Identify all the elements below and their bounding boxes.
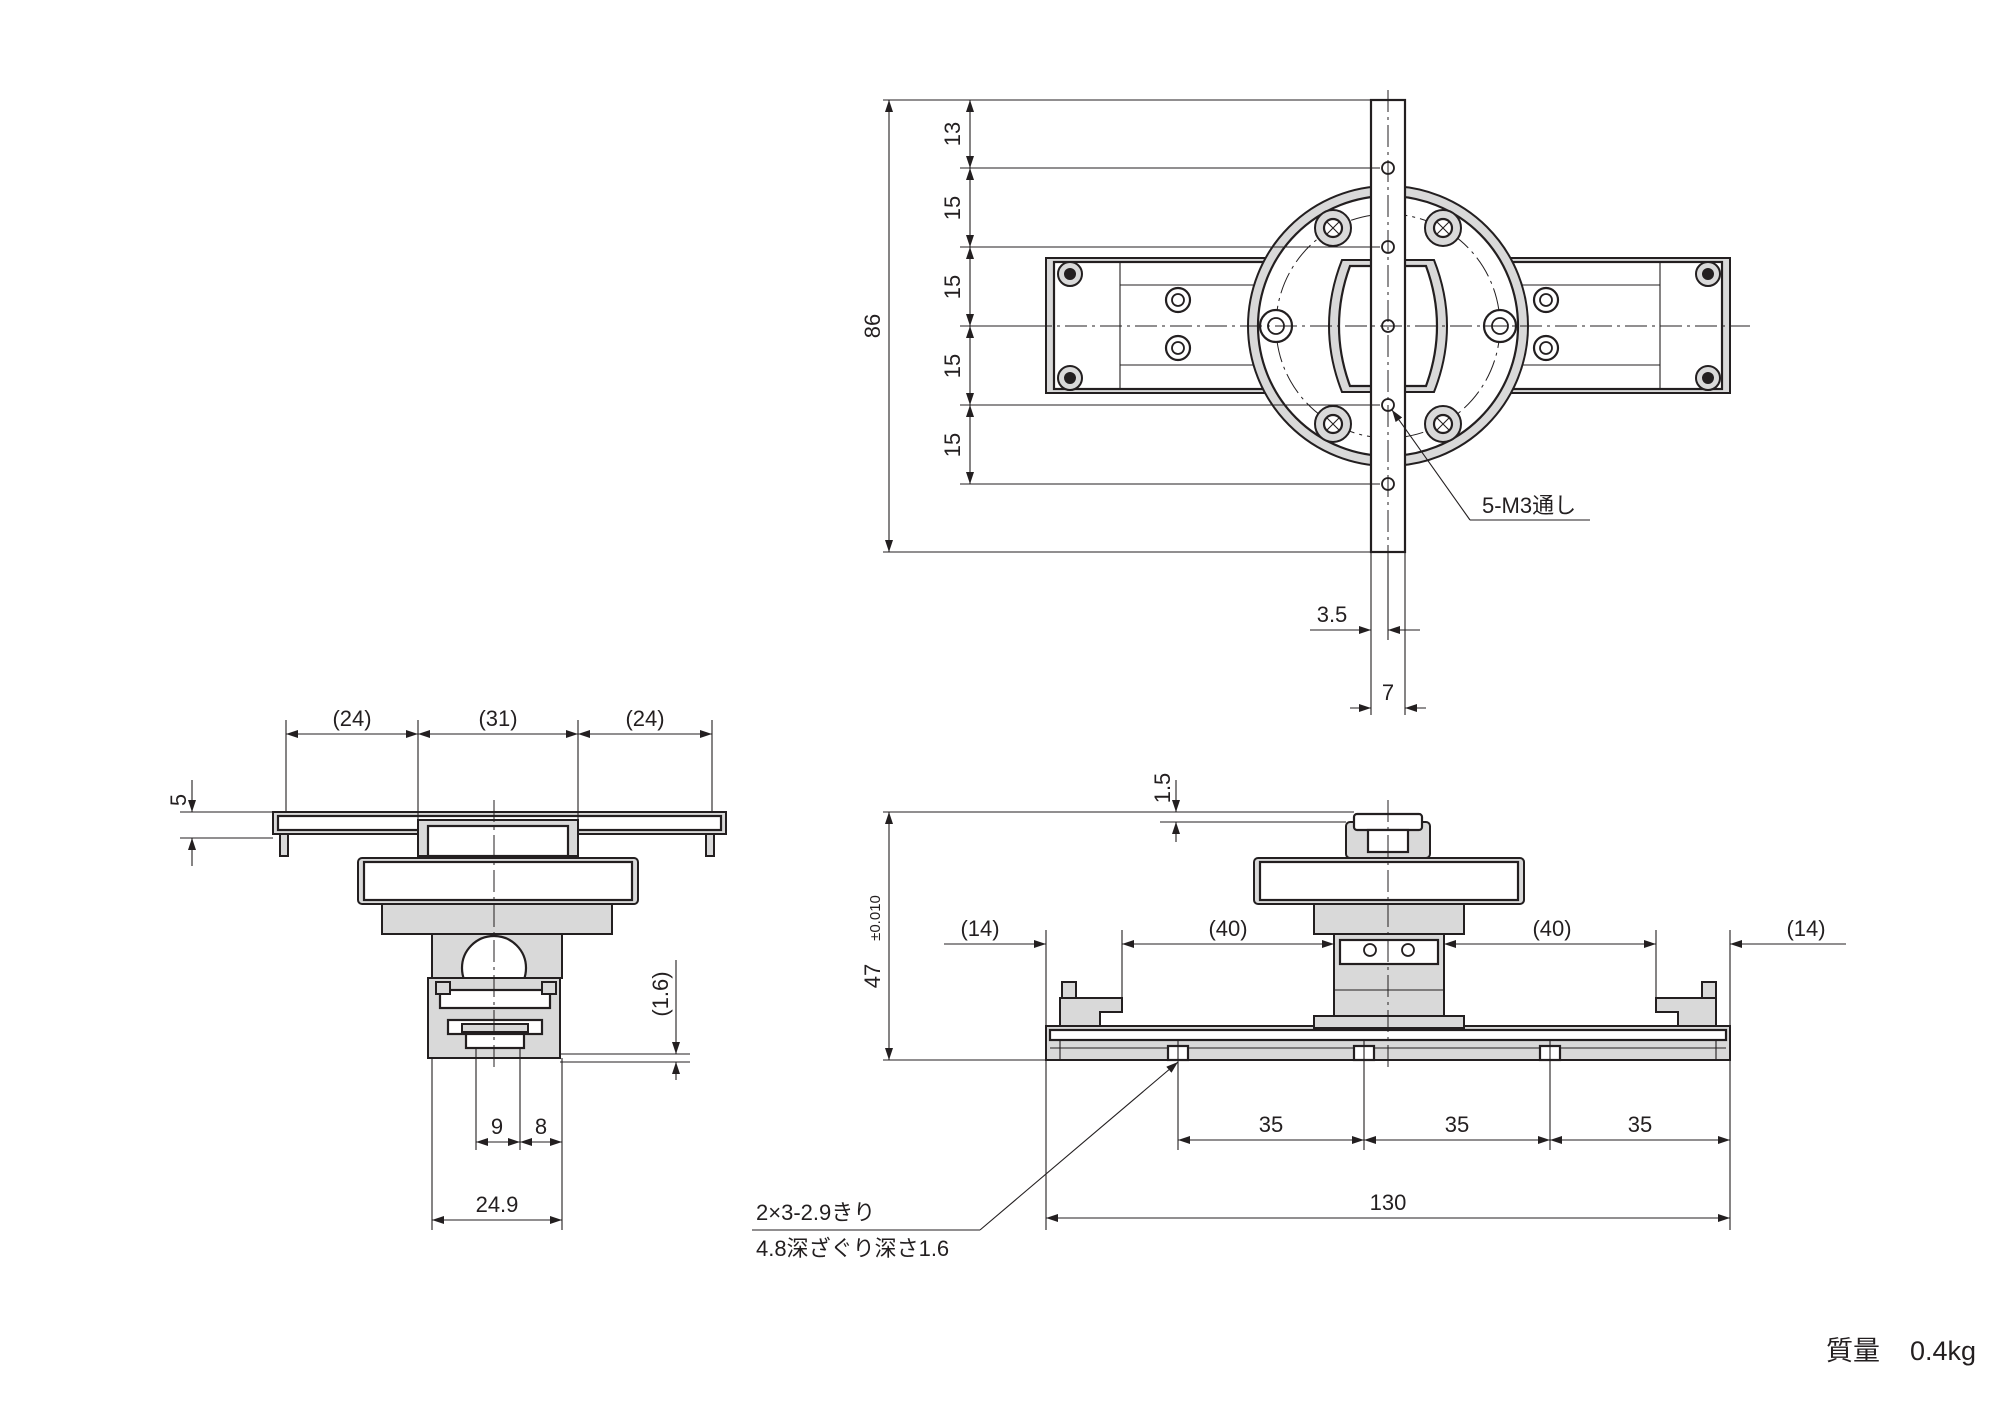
dim-1-5: 1.5 bbox=[1150, 773, 1175, 804]
top-view: 13 15 15 15 15 86 5-M3通し 3.5 7 bbox=[860, 90, 1750, 715]
mass-label: 質量 bbox=[1826, 1336, 1880, 1366]
side-view: (24) (31) (24) 5 (1.6) 9 8 24.9 bbox=[166, 706, 727, 1230]
dim-15-b: 15 bbox=[940, 275, 965, 299]
dim-40-right: (40) bbox=[1532, 916, 1571, 941]
dim-35-a: 35 bbox=[1259, 1112, 1283, 1137]
callout-m3-holes: 5-M3通し bbox=[1482, 493, 1576, 518]
callout-counterbore-line2: 4.8深ざぐり深さ1.6 bbox=[756, 1236, 949, 1261]
dim-130: 130 bbox=[1370, 1190, 1407, 1215]
dim-5: 5 bbox=[166, 794, 191, 806]
dim-7: 7 bbox=[1382, 680, 1394, 705]
front-body-base bbox=[1313, 1015, 1465, 1029]
dim-40-left: (40) bbox=[1208, 916, 1247, 941]
front-view: 1.5 47 ±0.010 (14) (40) (40) (14) 35 35 … bbox=[752, 773, 1846, 1261]
dim-8: 8 bbox=[535, 1114, 547, 1139]
dim-15-d: 15 bbox=[940, 433, 965, 457]
dim-3-5: 3.5 bbox=[1317, 602, 1348, 627]
dim-1-6: (1.6) bbox=[648, 971, 673, 1016]
callout-counterbore-line1: 2×3-2.9きり bbox=[756, 1200, 875, 1225]
corner-bolt-icon bbox=[1057, 261, 1721, 391]
mass-value: 0.4kg bbox=[1910, 1336, 1976, 1366]
dim-47: 47 bbox=[860, 964, 885, 988]
dim-31: (31) bbox=[478, 706, 517, 731]
side-hole-icon bbox=[1164, 286, 1560, 362]
dim-86: 86 bbox=[860, 314, 885, 338]
dim-15-c: 15 bbox=[940, 354, 965, 378]
dim-15-a: 15 bbox=[940, 196, 965, 220]
dim-35-c: 35 bbox=[1628, 1112, 1652, 1137]
dim-47-tolerance: ±0.010 bbox=[867, 895, 884, 941]
dim-24-left: (24) bbox=[332, 706, 371, 731]
dim-13: 13 bbox=[940, 122, 965, 146]
dim-24-right: (24) bbox=[625, 706, 664, 731]
dim-9: 9 bbox=[491, 1114, 503, 1139]
dim-14-left: (14) bbox=[960, 916, 999, 941]
dim-24-9: 24.9 bbox=[476, 1192, 519, 1217]
clamp-left bbox=[1059, 997, 1123, 1027]
clamp-right bbox=[1655, 997, 1717, 1027]
dim-35-b: 35 bbox=[1445, 1112, 1469, 1137]
counterbore-hole-icon bbox=[1166, 1040, 1562, 1066]
dim-14-right: (14) bbox=[1786, 916, 1825, 941]
